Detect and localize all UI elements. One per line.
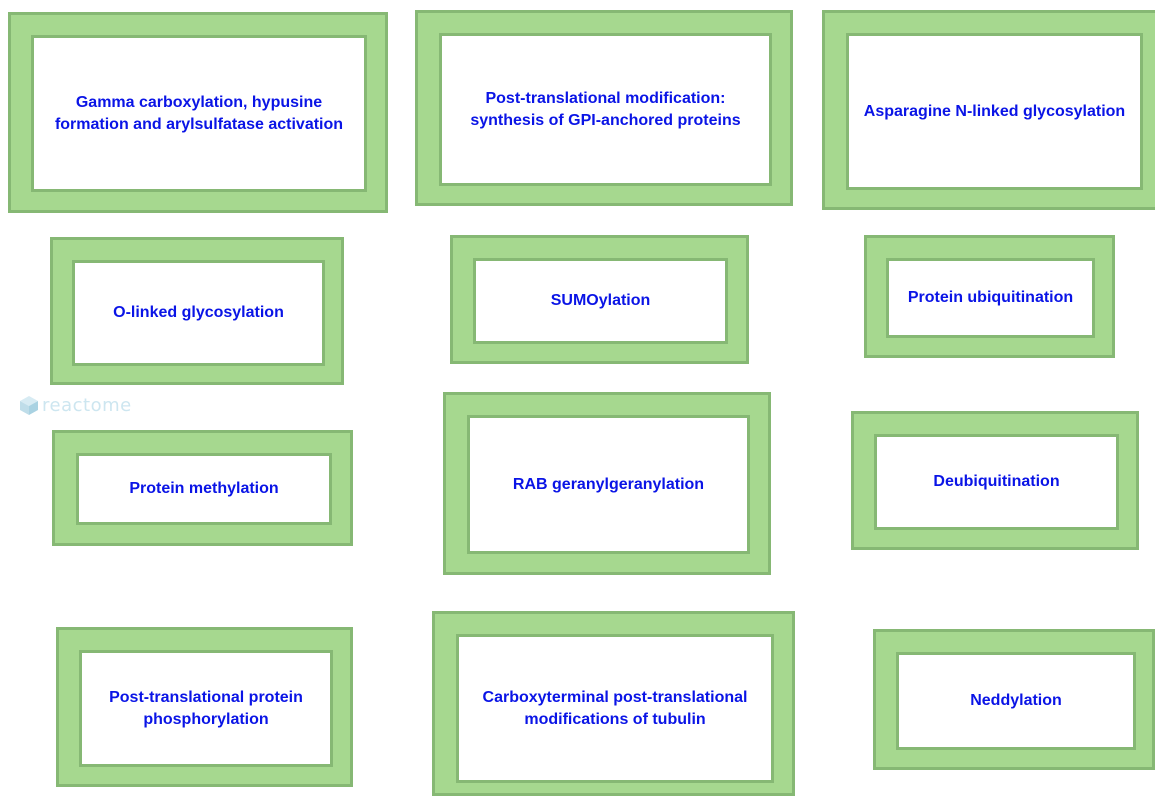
reactome-cube-icon: [20, 396, 38, 415]
pathway-node-inner: SUMOylation: [473, 258, 728, 344]
reactome-logo-text: reactome: [42, 394, 132, 416]
pathway-node-label: SUMOylation: [550, 292, 651, 309]
pathway-node-inner: O-linked glycosylation: [72, 260, 325, 366]
pathway-node-inner: Neddylation: [896, 652, 1136, 750]
pathway-node-label: Protein ubiquitination: [907, 289, 1074, 306]
pathway-node-inner: Carboxyterminal post-translational modif…: [456, 634, 774, 783]
pathway-node-o-linked-glycosylation[interactable]: O-linked glycosylation: [50, 237, 344, 385]
pathway-node-inner: Post-translational protein phosphorylati…: [79, 650, 333, 767]
pathway-node-label: O-linked glycosylation: [113, 304, 284, 321]
pathway-node-inner: Gamma carboxylation, hypusine formation …: [31, 35, 367, 192]
pathway-node-neddylation[interactable]: Neddylation: [873, 629, 1155, 770]
pathway-node-protein-phosphorylation[interactable]: Post-translational protein phosphorylati…: [56, 627, 353, 787]
pathway-node-label: Neddylation: [970, 692, 1062, 709]
pathway-node-label: RAB geranylgeranylation: [512, 475, 705, 493]
pathway-node-inner: Post-translational modification: synthes…: [439, 33, 772, 186]
pathway-node-gpi-anchored-proteins[interactable]: Post-translational modification: synthes…: [415, 10, 793, 206]
pathway-node-protein-methylation[interactable]: Protein methylation: [52, 430, 353, 546]
pathway-node-label: Protein methylation: [129, 480, 279, 497]
pathway-node-label: Deubiquitination: [933, 473, 1060, 490]
pathway-node-tubulin-modifications[interactable]: Carboxyterminal post-translational modif…: [432, 611, 795, 796]
pathway-node-protein-ubiquitination[interactable]: Protein ubiquitination: [864, 235, 1115, 358]
reactome-logo: reactome: [18, 393, 132, 417]
pathway-node-label: Asparagine N-linked glycosylation: [863, 102, 1126, 120]
pathway-node-label: Carboxyterminal post-translational modif…: [482, 688, 748, 728]
pathway-node-inner: Asparagine N-linked glycosylation: [846, 33, 1143, 190]
pathway-node-inner: Protein ubiquitination: [886, 258, 1095, 338]
pathway-node-rab-geranylgeranylation[interactable]: RAB geranylgeranylation: [443, 392, 771, 575]
pathway-node-deubiquitination[interactable]: Deubiquitination: [851, 411, 1139, 550]
pathway-node-asparagine-n-linked-glycosylation[interactable]: Asparagine N-linked glycosylation: [822, 10, 1155, 210]
pathway-node-label: Gamma carboxylation, hypusine formation …: [54, 93, 344, 133]
pathway-node-label: Post-translational modification: synthes…: [470, 89, 741, 129]
pathway-node-inner: Protein methylation: [76, 453, 332, 525]
pathway-node-label: Post-translational protein phosphorylati…: [109, 688, 303, 728]
pathway-node-inner: RAB geranylgeranylation: [467, 415, 750, 554]
pathway-node-gamma-carboxylation[interactable]: Gamma carboxylation, hypusine formation …: [8, 12, 388, 213]
pathway-node-inner: Deubiquitination: [874, 434, 1119, 530]
pathway-node-sumoylation[interactable]: SUMOylation: [450, 235, 749, 364]
